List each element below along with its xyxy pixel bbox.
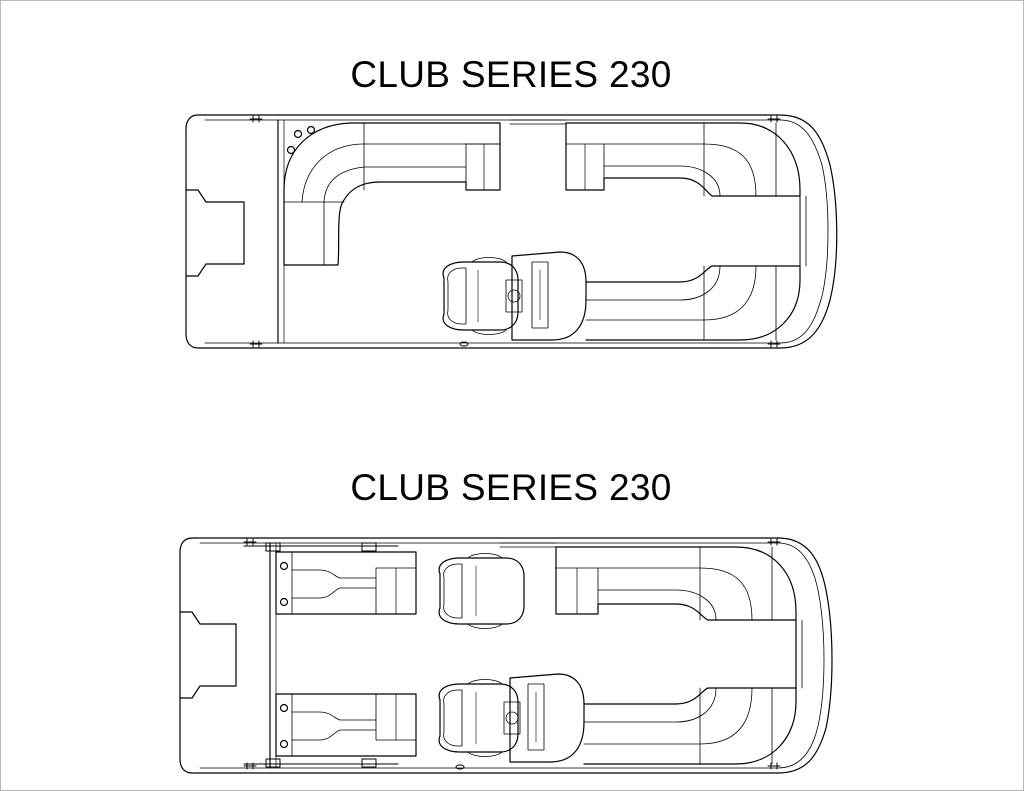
helm-console [510, 674, 584, 762]
motor-well [186, 190, 244, 276]
hull-outline [180, 538, 832, 773]
layout-title-top: CLUB SERIES 230 [350, 54, 672, 95]
captain-chair [443, 258, 522, 335]
passenger-chair [439, 554, 524, 629]
cupholders [288, 127, 315, 154]
steering-wheel-icon [504, 702, 520, 734]
helm-gauge-panel [532, 262, 548, 328]
layout-title-bottom: CLUB SERIES 230 [350, 467, 672, 508]
hull-inner-line [205, 120, 828, 343]
steering-wheel-icon [506, 280, 522, 312]
front-l-lounge-bottom [584, 688, 796, 764]
helm-console [512, 252, 586, 340]
motor-well [180, 612, 236, 698]
rear-lounge-end-cushion [466, 144, 500, 190]
hull-outline [186, 115, 837, 348]
captain-chair [439, 680, 520, 757]
front-l-lounge-bottom [586, 266, 800, 340]
cleats [250, 116, 780, 347]
rear-lounge-top [276, 552, 416, 614]
rails-hardware [244, 539, 780, 769]
rear-lounge-bottom [276, 694, 416, 756]
rear-l-lounge [284, 123, 500, 265]
rear-l-lounge-back [302, 144, 500, 202]
front-l-lounge-top [556, 547, 796, 620]
